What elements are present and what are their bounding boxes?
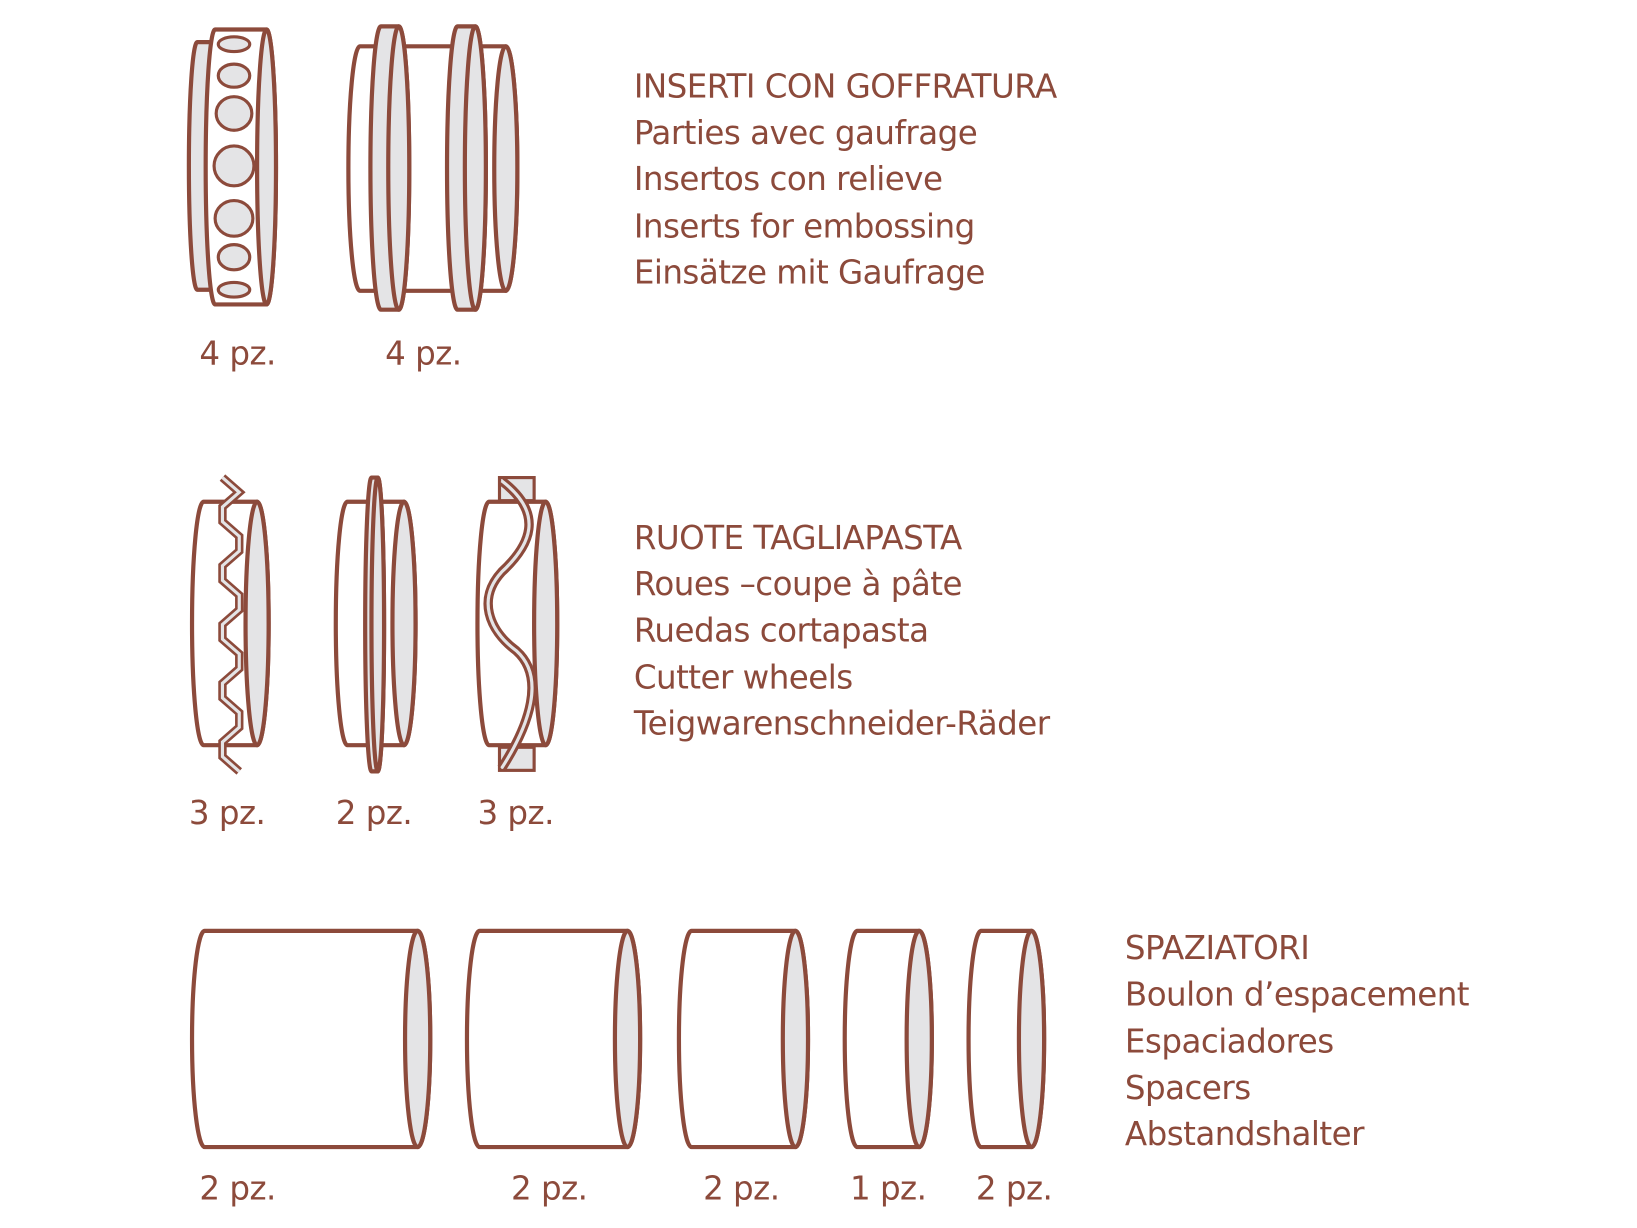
quantity-label: 1 pz. [850, 1170, 926, 1208]
cylinder-end-face [492, 44, 520, 293]
section-cutter-wheels: RUOTE TAGLIAPASTA Roues –coupe à pâte Ru… [189, 519, 1051, 832]
cylinder-end-face [369, 475, 387, 774]
quantity-label: 2 pz. [976, 1170, 1052, 1208]
quantity-label: 4 pz. [385, 334, 461, 372]
spacer-icon [189, 928, 433, 1150]
cylinder-end-face [780, 928, 811, 1150]
straight-blade [363, 475, 387, 774]
spacer-body [842, 928, 934, 1150]
wavy-cutter-wheel-icon [475, 476, 560, 772]
translation-fr: Boulon d’espacement [1125, 975, 1469, 1013]
section-embossing-inserts: INSERTI CON GOFFRATURA Parties avec gauf… [199, 68, 1057, 373]
emboss-dot [216, 280, 252, 299]
emboss-dot [213, 198, 255, 238]
spacer-body [464, 928, 643, 1150]
cylinder-end-face [402, 928, 433, 1150]
cylinder-end-face [612, 928, 643, 1150]
quantity-label: 4 pz. [199, 334, 275, 372]
quantity-label: 2 pz. [199, 1170, 275, 1208]
emboss-dot [216, 62, 252, 89]
ring [368, 24, 412, 312]
embossing-insert-rings-icon [346, 24, 520, 312]
wheel-body [475, 499, 560, 748]
cylinder-end-face [904, 928, 934, 1150]
zigzag-cutter-wheel-icon [189, 474, 271, 775]
ring [444, 24, 488, 312]
cylinder-end-face [532, 499, 560, 748]
translation-fr: Parties avec gaufrage [634, 114, 977, 152]
quantity-label: 2 pz. [336, 794, 412, 832]
cylinder-end-face [1016, 928, 1047, 1150]
translation-de: Abstandshalter [1125, 1115, 1365, 1153]
spacer-icon [464, 928, 643, 1150]
quantity-label: 3 pz. [189, 794, 265, 832]
cylinder-end-face [390, 499, 418, 748]
translation-de: Einsätze mit Gaufrage [634, 253, 985, 291]
quantity-label: 2 pz. [511, 1170, 587, 1208]
cylinder-end-face [462, 24, 488, 312]
translation-de: Teigwarenschneider-Räder [633, 705, 1051, 743]
quantity-label: 3 pz. [477, 794, 553, 832]
translation-en: Cutter wheels [634, 659, 853, 697]
translation-es: Insertos con relieve [634, 160, 943, 198]
translation-es: Espaciadores [1125, 1023, 1334, 1061]
zigzag-blade-face [220, 476, 242, 773]
translation-en: Inserts for embossing [634, 207, 975, 245]
emboss-dot [216, 243, 252, 272]
emboss-dot [216, 35, 252, 54]
translation-en: Spacers [1125, 1069, 1251, 1107]
quantity-label: 2 pz. [703, 1170, 779, 1208]
section-spacers: SPAZIATORI Boulon d’espacement Espaciado… [199, 929, 1469, 1207]
wavy-blade-face [486, 479, 534, 770]
spacer-body [189, 928, 433, 1150]
section-title: RUOTE TAGLIAPASTA [634, 519, 962, 557]
spacer-body [966, 928, 1047, 1150]
spacer-icon [676, 928, 811, 1150]
section-title: SPAZIATORI [1125, 929, 1309, 967]
wheel-body [189, 499, 271, 748]
cylinder-end-face [243, 499, 271, 748]
cylinder-end-face [254, 27, 279, 307]
spacer-icon [966, 928, 1047, 1150]
emboss-dot [214, 95, 254, 132]
cylinder-body [189, 928, 433, 1150]
straight-cutter-wheel-icon [333, 475, 418, 774]
cylinder-end-face [386, 24, 412, 312]
accessory-illustrations [186, 24, 1047, 1150]
translation-fr: Roues –coupe à pâte [634, 565, 962, 603]
section-title: INSERTI CON GOFFRATURA [634, 68, 1057, 106]
translation-es: Ruedas cortapasta [634, 611, 929, 649]
emboss-dot [212, 144, 256, 188]
spacer-icon [842, 928, 934, 1150]
spacer-body [676, 928, 811, 1150]
embossing-insert-dots-icon [186, 27, 279, 307]
